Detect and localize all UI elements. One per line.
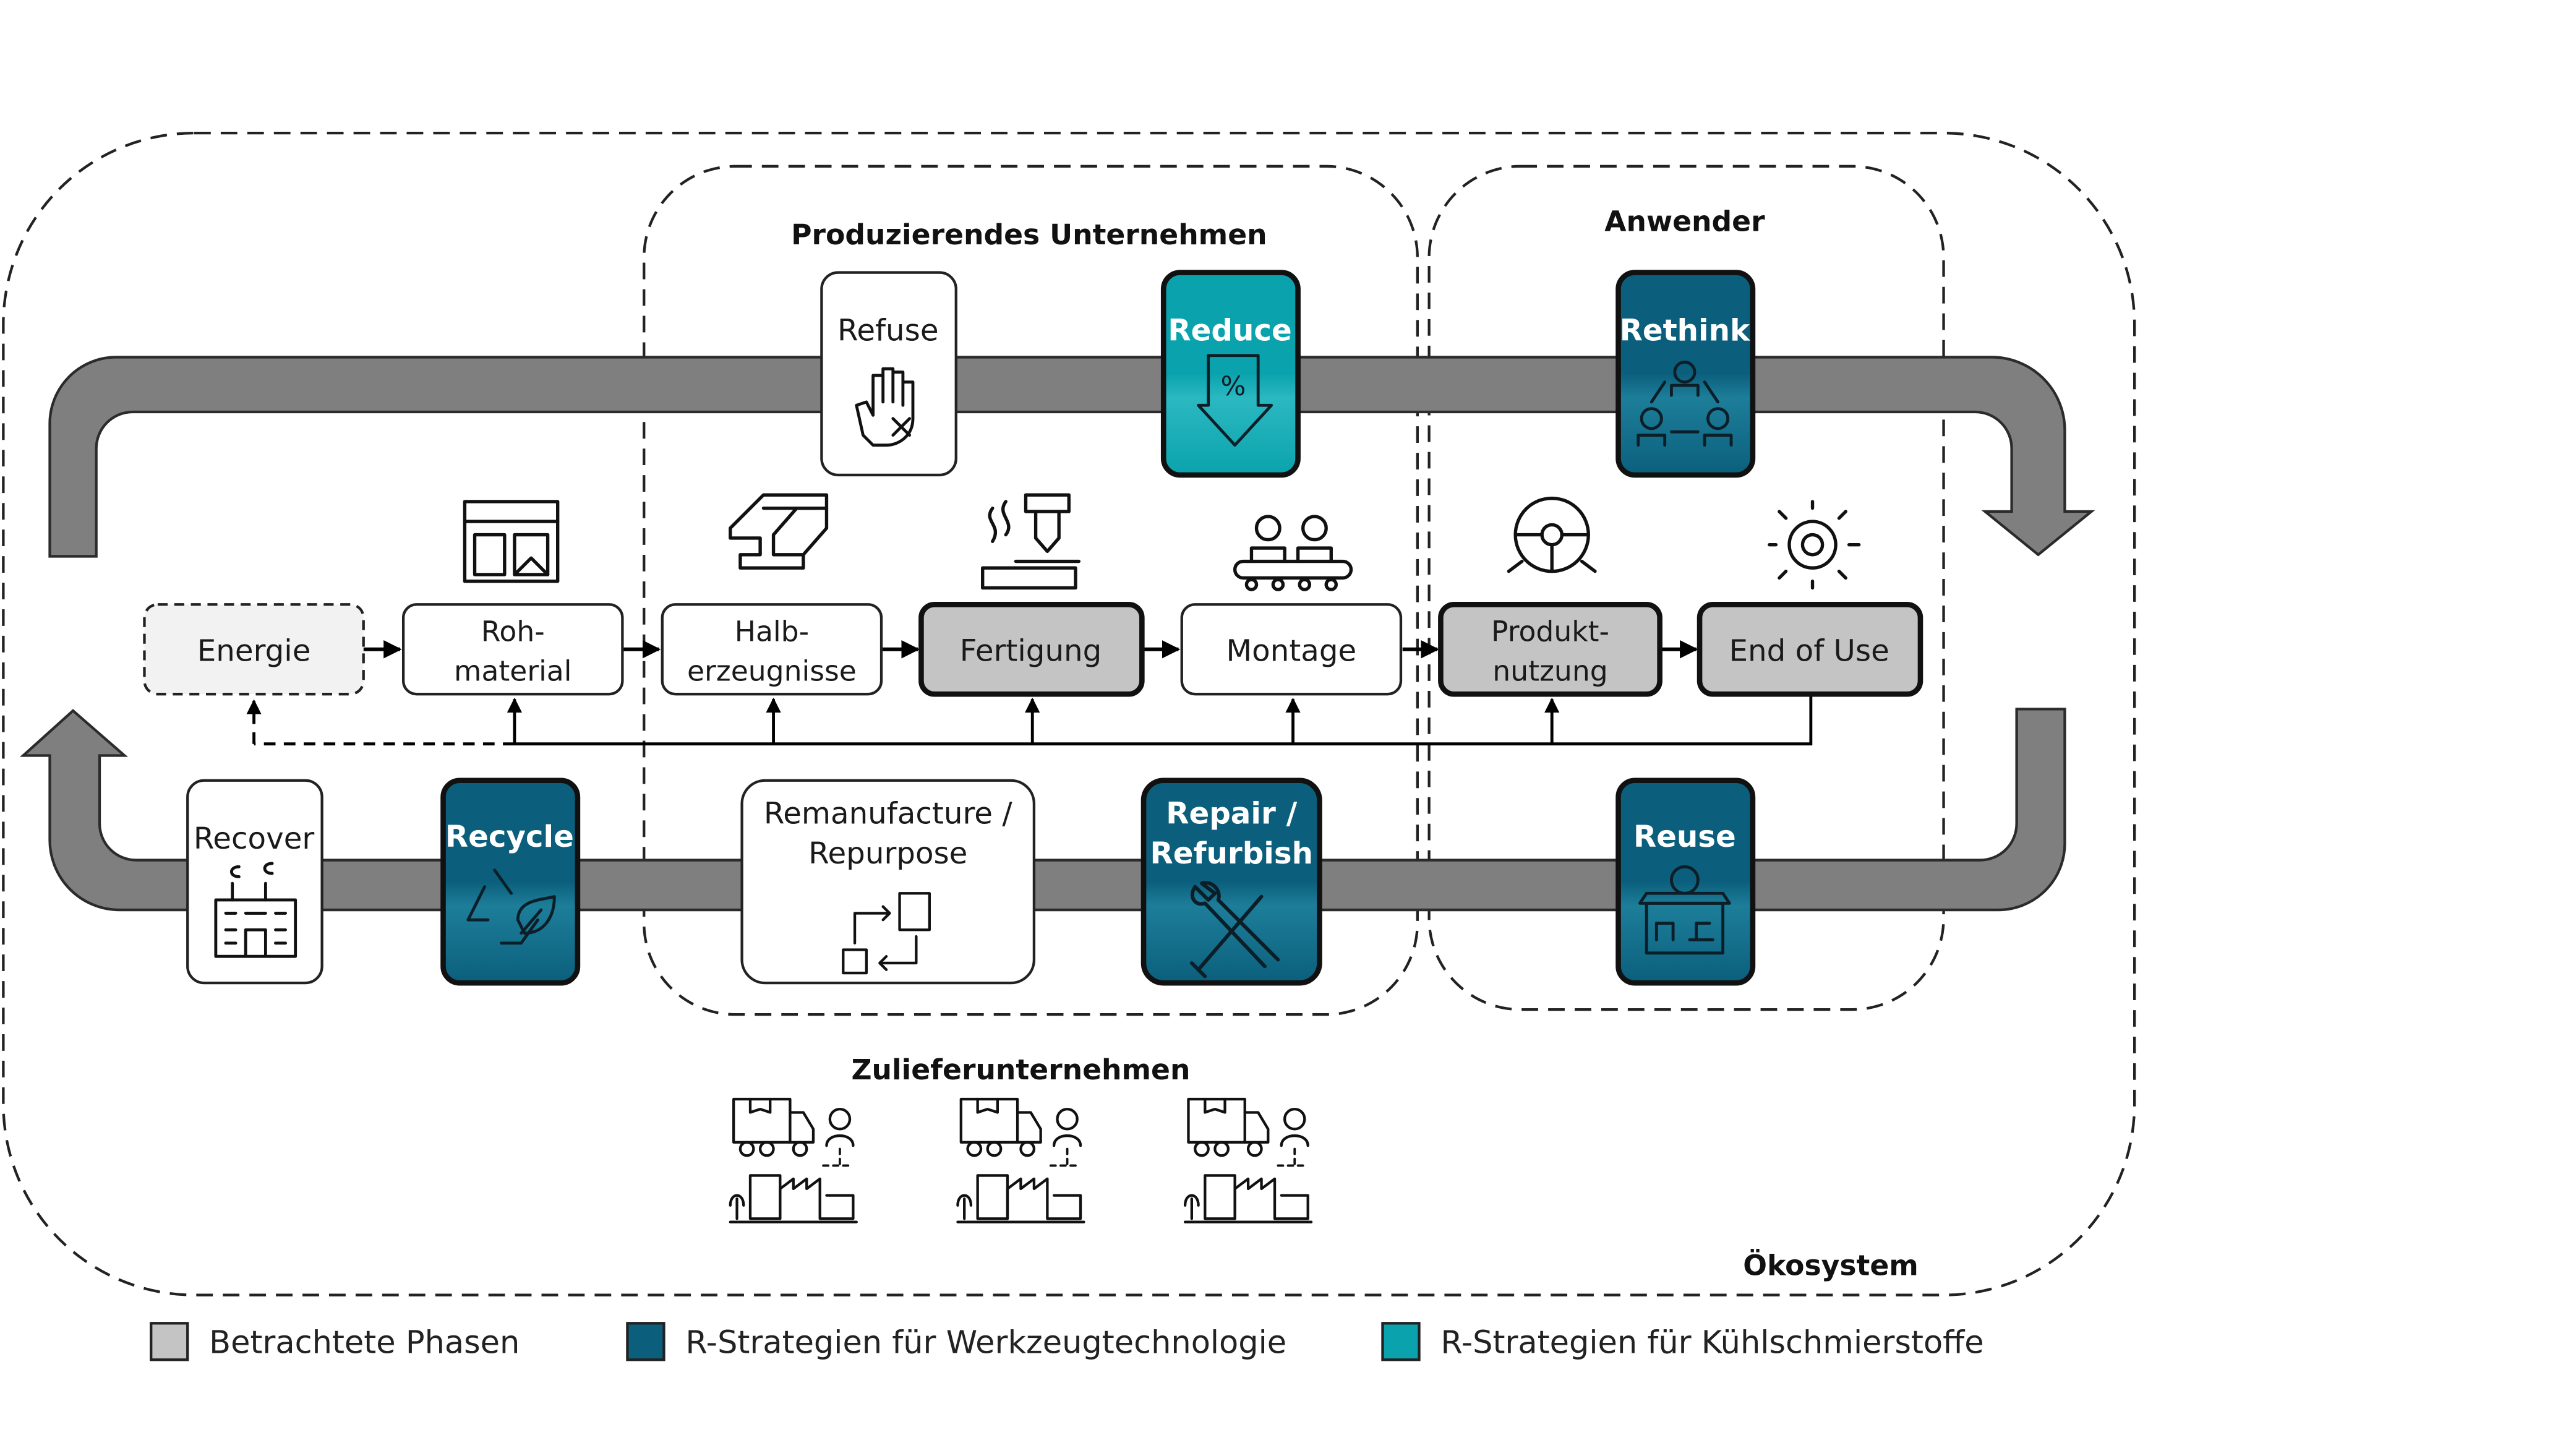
ecosystem-label: Ökosystem [1743,1248,1919,1282]
strategy-recycle: Recycle [440,778,581,986]
svg-text:Roh-: Roh- [481,615,545,648]
phase-produktnutzung: Produkt- nutzung [1438,601,1662,697]
strategy-repair: Repair / Refurbish [1140,778,1322,986]
strategy-reuse: Reuse [1615,778,1756,986]
delivery-truck-icon [956,1097,1085,1223]
people-cycle-icon [1637,361,1733,447]
wrench-screwdriver-icon [1189,881,1280,979]
svg-text:Energie: Energie [197,634,311,669]
legend: Betrachtete Phasen R-Strategien für Werk… [150,1322,1984,1361]
phase-rohmaterial: Roh- material [401,603,624,696]
legend-item-tool: R-Strategien für Werkzeugtechnologie [626,1322,1286,1361]
user-boundary [1427,165,1945,1011]
legend-item-coolant: R-Strategien für Kühlschmierstoffe [1381,1322,1984,1361]
percent-down-icon: % [1197,354,1273,447]
return-line [514,695,1813,746]
producer-boundary [643,165,1419,1016]
svg-text:Fertigung: Fertigung [960,634,1102,669]
svg-text:Betrachtete Phasen: Betrachtete Phasen [209,1325,520,1361]
user-label: Anwender [1604,205,1765,238]
steering-wheel-icon [1507,496,1597,573]
gear-cycle-icon [1768,500,1861,590]
hand-stop-icon [855,367,915,447]
svg-text:Rethink: Rethink [1620,314,1751,348]
steel-beam-icon [729,493,829,570]
supplier-label: Zulieferunternehmen [851,1053,1190,1086]
strategy-rethink: Rethink [1615,270,1756,478]
svg-text:Repair /: Repair / [1166,797,1297,831]
svg-text:erzeugnisse: erzeugnisse [687,655,857,688]
reuse-shop-icon [1638,865,1731,955]
strategy-reduce: Reduce % [1160,270,1301,478]
power-plant-icon [214,862,297,958]
svg-text:Reuse: Reuse [1633,820,1736,854]
phase-end-of-use: End of Use [1697,601,1923,697]
strategy-recover: Recover [186,779,323,985]
svg-text:End of Use: End of Use [1729,634,1889,669]
bottom-loop-arrow [19,708,2066,912]
top-loop-arrow [48,356,2095,558]
phase-fertigung: Fertigung [918,601,1145,697]
svg-text:Refurbish: Refurbish [1150,836,1313,871]
svg-text:Refuse: Refuse [837,314,939,348]
svg-text:R-Strategien für Werkzeugtechn: R-Strategien für Werkzeugtechnologie [685,1325,1286,1361]
phase-montage: Montage [1180,603,1403,696]
svg-text:Recover: Recover [194,821,315,856]
phase-energie: Energie [143,603,365,696]
producer-label: Produzierendes Unternehmen [791,218,1267,251]
svg-text:nutzung: nutzung [1492,655,1607,688]
legend-item-considered: Betrachtete Phasen [150,1322,520,1361]
svg-text:material: material [454,655,571,688]
svg-text:Produkt-: Produkt- [1491,615,1609,648]
remanufacture-flow-icon [842,892,931,975]
ecosystem-boundary [2,131,2136,1296]
delivery-truck-icon [1183,1097,1313,1223]
strategy-remanufacture: Remanufacture / Repurpose [740,779,1036,985]
recycle-leaf-icon [466,868,556,945]
delivery-truck-icon [729,1097,858,1223]
factory-icon [463,500,560,583]
svg-text:Recycle: Recycle [445,820,574,854]
svg-text:Repurpose: Repurpose [808,836,967,871]
milling-icon [981,493,1081,590]
svg-text:Halb-: Halb- [735,615,809,648]
supplier-icons [729,1097,1313,1223]
phase-halberzeugnisse: Halb- erzeugnisse [661,603,883,696]
svg-text:R-Strategien für Kühlschmierst: R-Strategien für Kühlschmierstoffe [1440,1325,1983,1361]
strategy-refuse: Refuse [820,271,957,477]
svg-text:Remanufacture /: Remanufacture / [764,797,1013,831]
workers-conveyor-icon [1233,515,1353,591]
svg-text:%: % [1221,371,1246,402]
svg-text:Montage: Montage [1226,634,1356,669]
svg-text:Reduce: Reduce [1168,314,1291,348]
